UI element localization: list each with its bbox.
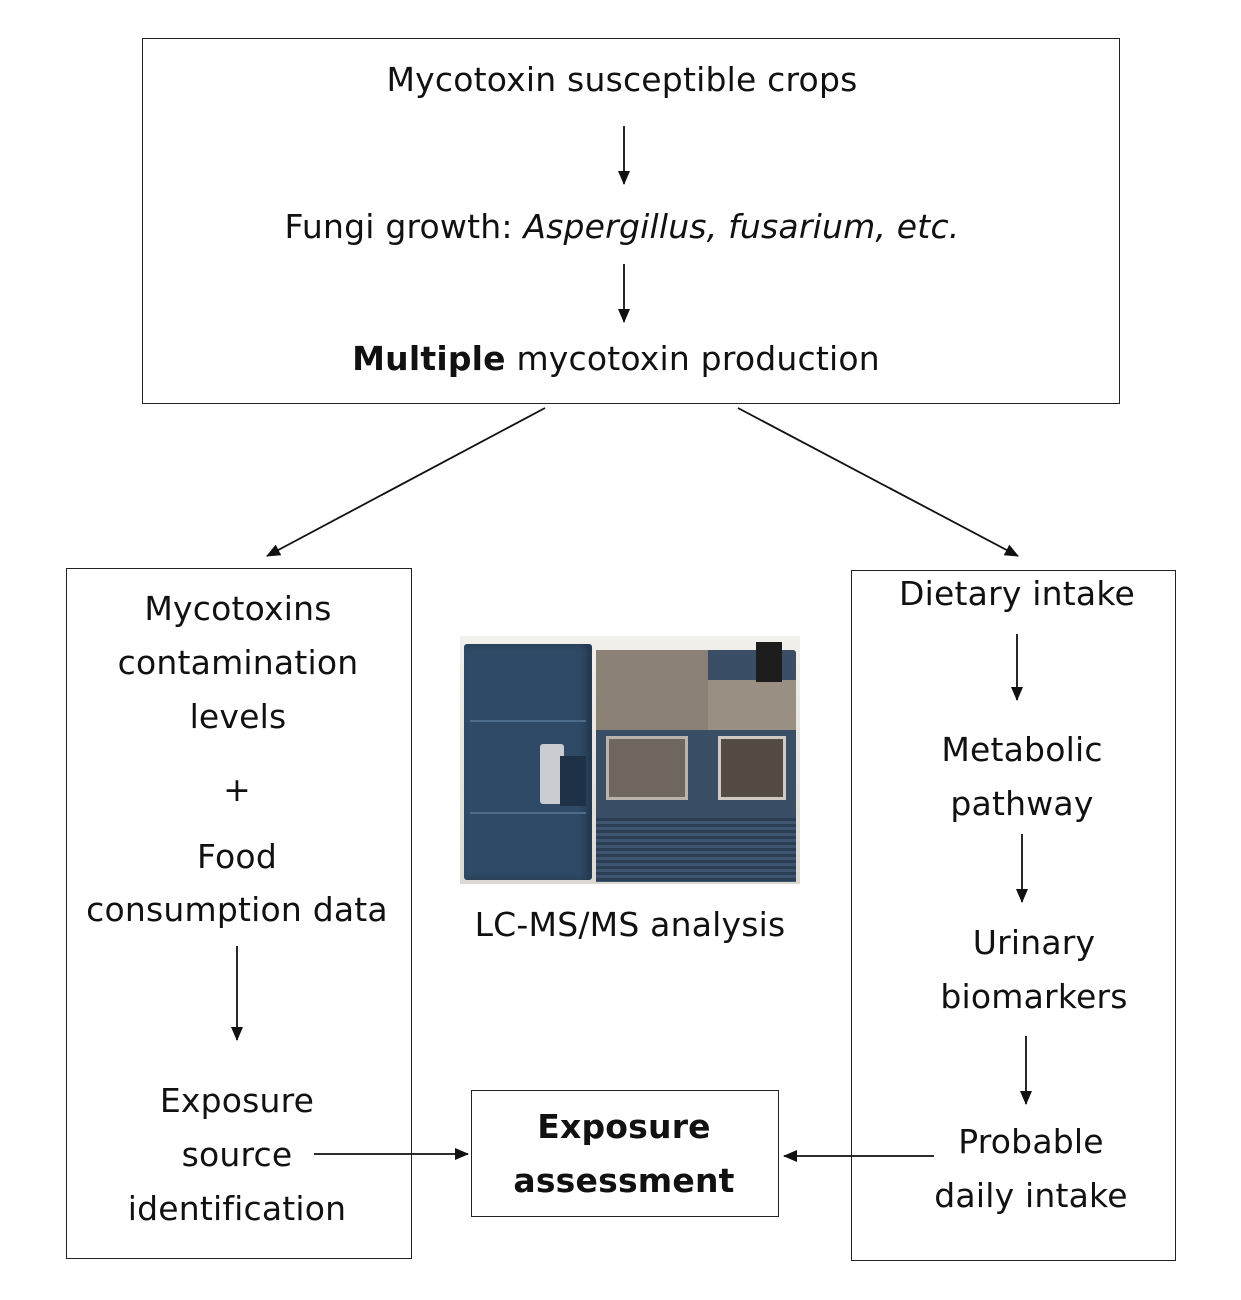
food-line-2: consumption data — [86, 890, 388, 929]
exposure-assessment-box — [471, 1090, 779, 1217]
assessment-line-1: Exposure — [537, 1107, 711, 1146]
left-pathway-box — [66, 568, 412, 1259]
arrow-production-to-left — [266, 407, 546, 557]
contamination-line-1: Mycotoxins — [144, 589, 332, 628]
probable-line-2: daily intake — [934, 1176, 1128, 1215]
plus-sign: + — [223, 770, 251, 809]
lc-ms-instrument-image — [460, 636, 800, 884]
fungi-genera: Aspergillus, fusarium, etc. — [523, 207, 960, 246]
dietary-intake-label: Dietary intake — [899, 574, 1135, 613]
fungi-growth-label: Fungi growth: Aspergillus, fusarium, etc… — [285, 210, 960, 243]
exposure-source-line-3: identification — [127, 1189, 347, 1228]
metabolic-line-2: pathway — [950, 784, 1094, 823]
instrument-caption: LC-MS/MS analysis — [474, 905, 786, 944]
multiple-emphasis: Multiple — [352, 339, 506, 378]
urinary-line-2: biomarkers — [940, 977, 1128, 1016]
top-process-box — [142, 38, 1120, 404]
crops-label: Mycotoxin susceptible crops — [386, 60, 858, 99]
production-rest: mycotoxin production — [505, 339, 880, 378]
right-pathway-box — [851, 570, 1176, 1261]
assessment-line-2: assessment — [513, 1161, 735, 1200]
arrow-production-to-right — [737, 407, 1019, 557]
exposure-source-line-1: Exposure — [159, 1081, 315, 1120]
probable-line-1: Probable — [958, 1122, 1104, 1161]
exposure-source-line-2: source — [181, 1135, 293, 1174]
contamination-line-2: contamination — [117, 643, 359, 682]
metabolic-line-1: Metabolic — [941, 730, 1103, 769]
contamination-line-3: levels — [189, 697, 287, 736]
fungi-growth-prefix: Fungi growth: — [284, 207, 524, 246]
urinary-line-1: Urinary — [972, 923, 1096, 962]
food-line-1: Food — [197, 837, 277, 876]
mycotoxin-production-label: Multiple mycotoxin production — [352, 342, 880, 375]
